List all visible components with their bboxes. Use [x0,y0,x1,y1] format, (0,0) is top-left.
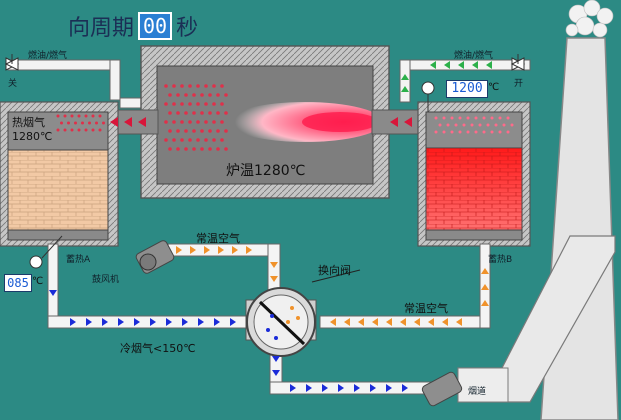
right-fuel-label: 燃油/燃气 [454,51,494,61]
cycle-counter: 00 [138,12,173,40]
regenerator-a-label: 蓄热A [66,255,91,265]
left-chamber-label: 热烟气 [12,116,45,129]
left-temp-unit: ℃ [32,276,44,287]
smoke-plume [565,0,614,38]
right-fuel-valve [510,54,526,71]
left-chamber-dots [56,114,105,132]
right-temp-readout: 1200 [446,80,488,98]
cycle-title-prefix: 向周期 [68,16,135,41]
thermocouple-right [421,81,435,112]
cold-flue-arrows [49,290,408,392]
regenerator-b-label: 蓄热B [488,255,513,265]
blower-fan [135,240,175,274]
ambient-air-top-label: 常温空气 [196,232,240,245]
cold-flue-label: 冷烟气<150℃ [120,342,196,355]
hot-gas-arrows [110,117,412,127]
furnace [140,45,390,199]
cycle-title: 向周期 00 秒 [68,10,198,42]
fuel-arrows [401,61,492,92]
valve-flow-dots [266,306,300,340]
left-fuel-valve [4,54,20,71]
right-valve-state: 开 [514,79,524,89]
left-valve-state: 关 [8,79,18,89]
cycle-title-suffix: 秒 [176,16,199,41]
right-chamber-dots [434,116,514,134]
left-fuel-label: 燃油/燃气 [28,51,68,61]
induced-fan [421,371,463,407]
blower-fan-label: 鼓风机 [92,275,120,285]
furnace-temp-label: 炉温1280℃ [226,163,306,179]
reversing-valve [245,287,317,357]
reversing-valve-label: 换向阀 [318,264,351,277]
thermocouple-left [29,235,63,269]
right-temp-unit: ℃ [488,82,500,93]
left-chamber-temp: 1280℃ [12,130,53,143]
warm-air-arrows [176,246,489,326]
ambient-air-right-label: 常温空气 [404,302,448,315]
left-temp-readout: 085 [4,274,32,292]
flue-label: 烟道 [468,387,487,397]
furnace-gas-dots [164,84,228,151]
